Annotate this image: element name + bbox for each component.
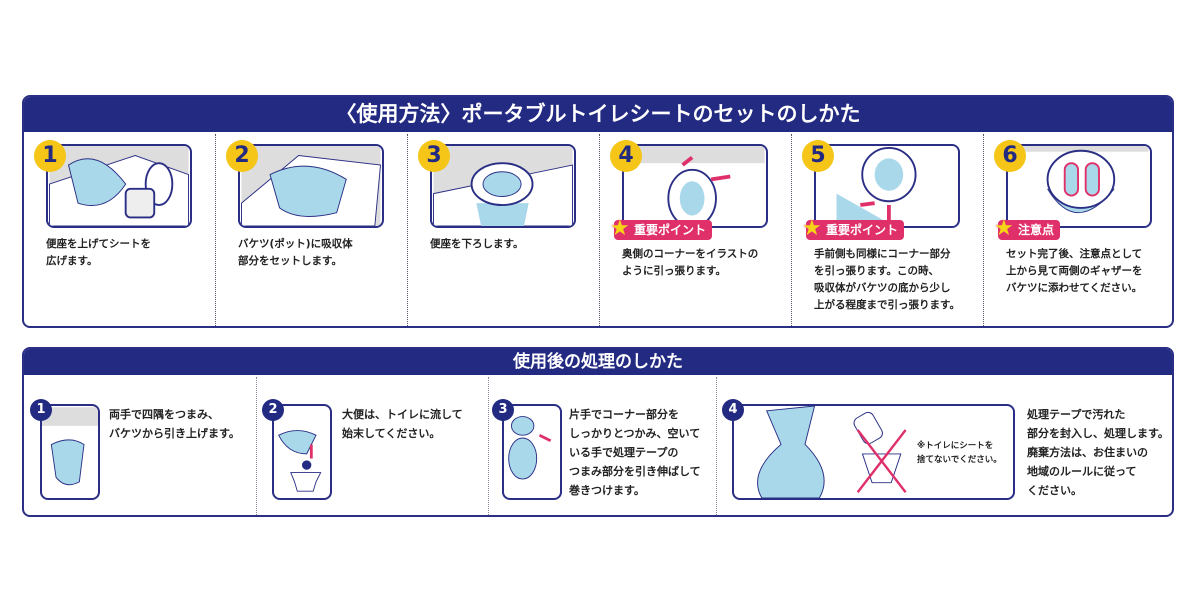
- step-text: バケツ(ポット)に吸収体 部分をセットします。: [238, 238, 353, 267]
- disposal-title: 使用後の処理のしかた: [24, 349, 1172, 375]
- step-number: 5: [802, 140, 834, 172]
- step-text: セット完了後、注意点として 上から見て両側のギャザーを バケツに添わせてください…: [1006, 248, 1143, 294]
- badge-label: 重要ポイント: [826, 223, 899, 237]
- setup-panel: 〈使用方法〉ポータブルトイレシートのセットのしかた 1 便座を上げてシートを 広…: [22, 95, 1174, 328]
- step-number: 4: [610, 140, 642, 172]
- step-text: 手前側も同様にコーナー部分 を引っ張ります。この時、 吸収体がバケツの底から少し…: [814, 248, 960, 311]
- step-number: 2: [262, 399, 284, 421]
- disposal-step-4: ※トイレにシートを 捨てないでください。 4 処理テープで汚れた 部分を封入し、…: [717, 377, 1172, 515]
- disposal-step-3: 3 片手でコーナー部分を しっかりとつかみ、空いて いる手で処理テープの つまみ…: [489, 377, 717, 515]
- setup-step-6: 6 ★ 注意点 セット完了後、注意点として 上から見て両側のギャザーを バケツに添…: [984, 134, 1172, 326]
- setup-step-2: 2 バケツ(ポット)に吸収体 部分をセットします。: [216, 134, 408, 326]
- step-text: 片手でコーナー部分を しっかりとつかみ、空いて いる手で処理テープの つまみ部分…: [569, 408, 701, 497]
- step-number: 2: [226, 140, 258, 172]
- step-illustration: [814, 144, 960, 228]
- step-number: 6: [994, 140, 1026, 172]
- disposal-step-2: 2 大便は、トイレに流して 始末してください。: [257, 377, 489, 515]
- setup-step-1: 1 便座を上げてシートを 広げます。: [24, 134, 216, 326]
- step-text: 便座を下ろします。: [430, 238, 524, 250]
- step-number: 1: [30, 399, 52, 421]
- step-illustration: [502, 404, 562, 500]
- disposal-step-1: 1 両手で四隅をつまみ、 バケツから引き上げます。: [24, 377, 257, 515]
- important-point-badge: ★ 重要ポイント: [802, 217, 905, 241]
- step-number: 4: [722, 399, 744, 421]
- step-illustration: [238, 144, 384, 228]
- warning-note: ※トイレにシートを 捨てないでください。: [917, 441, 1002, 465]
- caution-badge: ★ 注意点: [994, 217, 1061, 241]
- setup-step-5: 5 ★ 重要ポイント 手前側も同様にコーナー部分 を引っ張ります。この時、 吸収体…: [792, 134, 984, 326]
- step-illustration: [40, 404, 100, 500]
- setup-title: 〈使用方法〉ポータブルトイレシートのセットのしかた: [24, 97, 1172, 132]
- star-icon: ★: [802, 216, 822, 241]
- step-text: 処理テープで汚れた 部分を封入し、処理します。 廃棄方法は、お住まいの 地域のル…: [1027, 408, 1169, 497]
- badge-label: 重要ポイント: [634, 223, 707, 237]
- step-number: 1: [34, 140, 66, 172]
- step-illustration: [430, 144, 576, 228]
- step-text: 便座を上げてシートを 広げます。: [46, 238, 151, 267]
- step-text: 両手で四隅をつまみ、 バケツから引き上げます。: [109, 408, 240, 440]
- step-illustration: [272, 404, 332, 500]
- star-icon: ★: [994, 216, 1014, 241]
- step-illustration: [1006, 144, 1152, 228]
- step-number: 3: [418, 140, 450, 172]
- step-illustration: [732, 404, 1015, 500]
- step-text: 奥側のコーナーをイラストの ように引っ張ります。: [622, 248, 759, 277]
- step-illustration: [622, 144, 768, 228]
- step-illustration: [46, 144, 192, 228]
- step-text: 大便は、トイレに流して 始末してください。: [342, 408, 463, 440]
- important-point-badge: ★ 重要ポイント: [610, 217, 713, 241]
- setup-step-4: 4 ★ 重要ポイント 奥側のコーナーをイラストの ように引っ張ります。: [600, 134, 792, 326]
- setup-step-3: 3 便座を下ろします。: [408, 134, 600, 326]
- disposal-panel: 使用後の処理のしかた 1 両手で四隅をつまみ、 バケツから引き上げます。 2 大…: [22, 347, 1174, 517]
- badge-label: 注意点: [1018, 223, 1055, 237]
- step-number: 3: [492, 399, 514, 421]
- star-icon: ★: [610, 216, 630, 241]
